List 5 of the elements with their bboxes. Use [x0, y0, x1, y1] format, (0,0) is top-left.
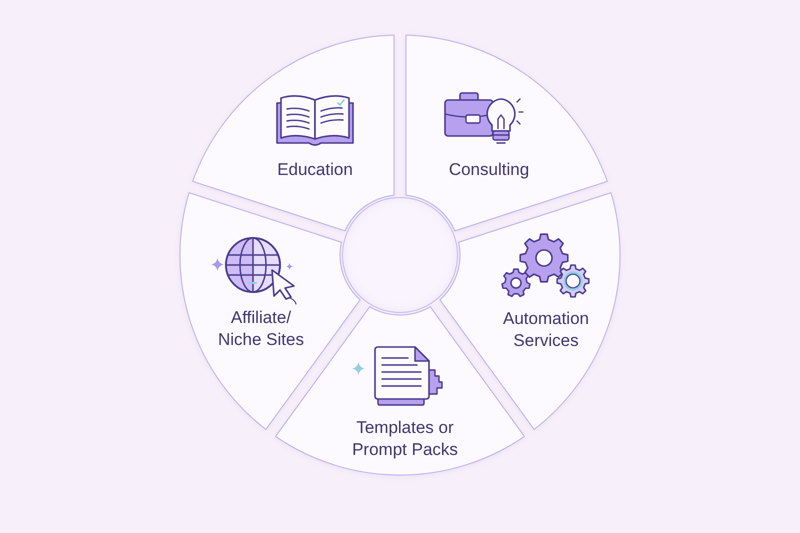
segment-label: Education: [276, 159, 354, 181]
segment-label: Affiliate/ Niche Sites: [217, 307, 305, 351]
segment-label: Automation Services: [502, 308, 590, 352]
segment-label: Templates or Prompt Packs: [351, 417, 459, 461]
segment-label: Consulting: [448, 159, 530, 181]
